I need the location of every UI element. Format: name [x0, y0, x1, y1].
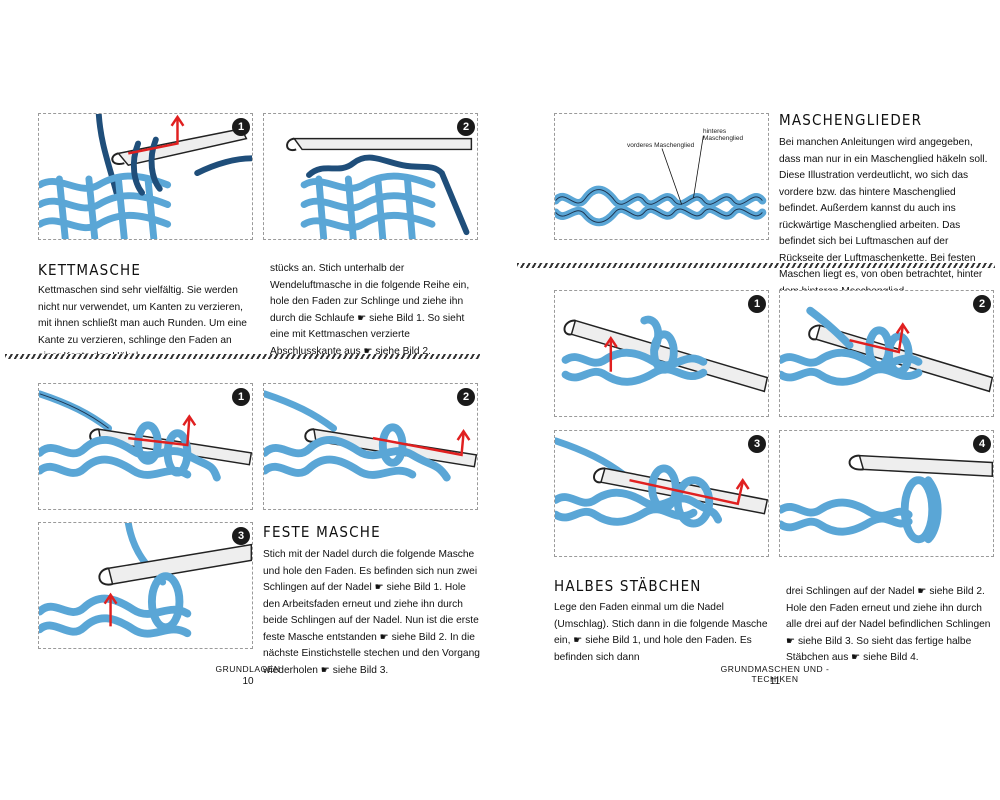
- footer-left: GRUNDLAGEN: [215, 664, 281, 674]
- page-number-right: 11: [769, 676, 781, 687]
- halbes-staebchen-illustration-4: 4: [779, 430, 994, 557]
- halbes-staebchen-illustration-1: 1: [554, 290, 769, 417]
- step-badge-2: 2: [457, 388, 475, 406]
- halbes-staebchen-illustration-3: 3: [554, 430, 769, 557]
- section-divider-right: [517, 263, 995, 268]
- feste-masche-heading: FESTE MASCHE: [263, 523, 381, 541]
- maschenglieder-drawing: [555, 135, 767, 227]
- feste-masche-illustration-2: 2: [263, 383, 478, 510]
- feste-masche-text: Stich mit der Nadel durch die folgende M…: [263, 549, 480, 676]
- step-badge-3: 3: [232, 527, 250, 545]
- maschenglieder-text: Bei manchen Anleitungen wird angegeben, …: [779, 137, 988, 297]
- halbes-staebchen-step-2-drawing: [780, 306, 993, 393]
- halbes-staebchen-step-1-drawing: [561, 315, 768, 393]
- step-badge-1: 1: [232, 388, 250, 406]
- step-badge-1: 1: [748, 295, 766, 313]
- maschenglieder-heading: MASCHENGLIEDER: [779, 111, 923, 129]
- feste-masche-step-3-drawing: [39, 523, 252, 638]
- halbes-staebchen-text-col2: drei Schlingen auf der Nadel ☛ siehe Bil…: [786, 586, 991, 663]
- halbes-staebchen-heading: HALBES STÄBCHEN: [554, 577, 702, 595]
- footer-right: GRUNDMASCHEN UND -TECHIKEN: [720, 664, 830, 684]
- halbes-staebchen-text-col1: Lege den Faden einmal um die Nadel (Umsc…: [554, 602, 768, 663]
- halbes-staebchen-step-3-drawing: [555, 437, 768, 528]
- step-badge-4: 4: [973, 435, 991, 453]
- feste-masche-step-1-drawing: [39, 390, 252, 482]
- step-badge-2: 2: [457, 118, 475, 136]
- label-front-loop: vorderes Maschenglied: [627, 142, 695, 149]
- step-badge-1: 1: [232, 118, 250, 136]
- kettmasche-text-col2: stücks an. Stich unterhalb der Wendeluft…: [270, 263, 470, 357]
- page-number-left: 10: [242, 676, 254, 687]
- halbes-staebchen-step-4-drawing: [780, 454, 993, 544]
- feste-masche-illustration-3: 3: [38, 522, 253, 649]
- feste-masche-illustration-1: 1: [38, 383, 253, 510]
- kettmasche-illustration-1: 1: [38, 113, 253, 240]
- kettmasche-step-1-drawing: [39, 114, 252, 239]
- kettmasche-heading: KETTMASCHE: [38, 261, 142, 279]
- section-divider-left: [5, 354, 480, 359]
- step-badge-3: 3: [748, 435, 766, 453]
- feste-masche-step-2-drawing: [264, 390, 477, 482]
- maschenglieder-illustration: hinteres Maschenglied vorderes Maschengl…: [554, 113, 769, 240]
- label-back-loop: hinteres Maschenglied: [703, 128, 744, 142]
- kettmasche-illustration-2: 2: [263, 113, 478, 240]
- step-badge-2: 2: [973, 295, 991, 313]
- kettmasche-step-2-drawing: [286, 137, 473, 239]
- halbes-staebchen-illustration-2: 2: [779, 290, 994, 417]
